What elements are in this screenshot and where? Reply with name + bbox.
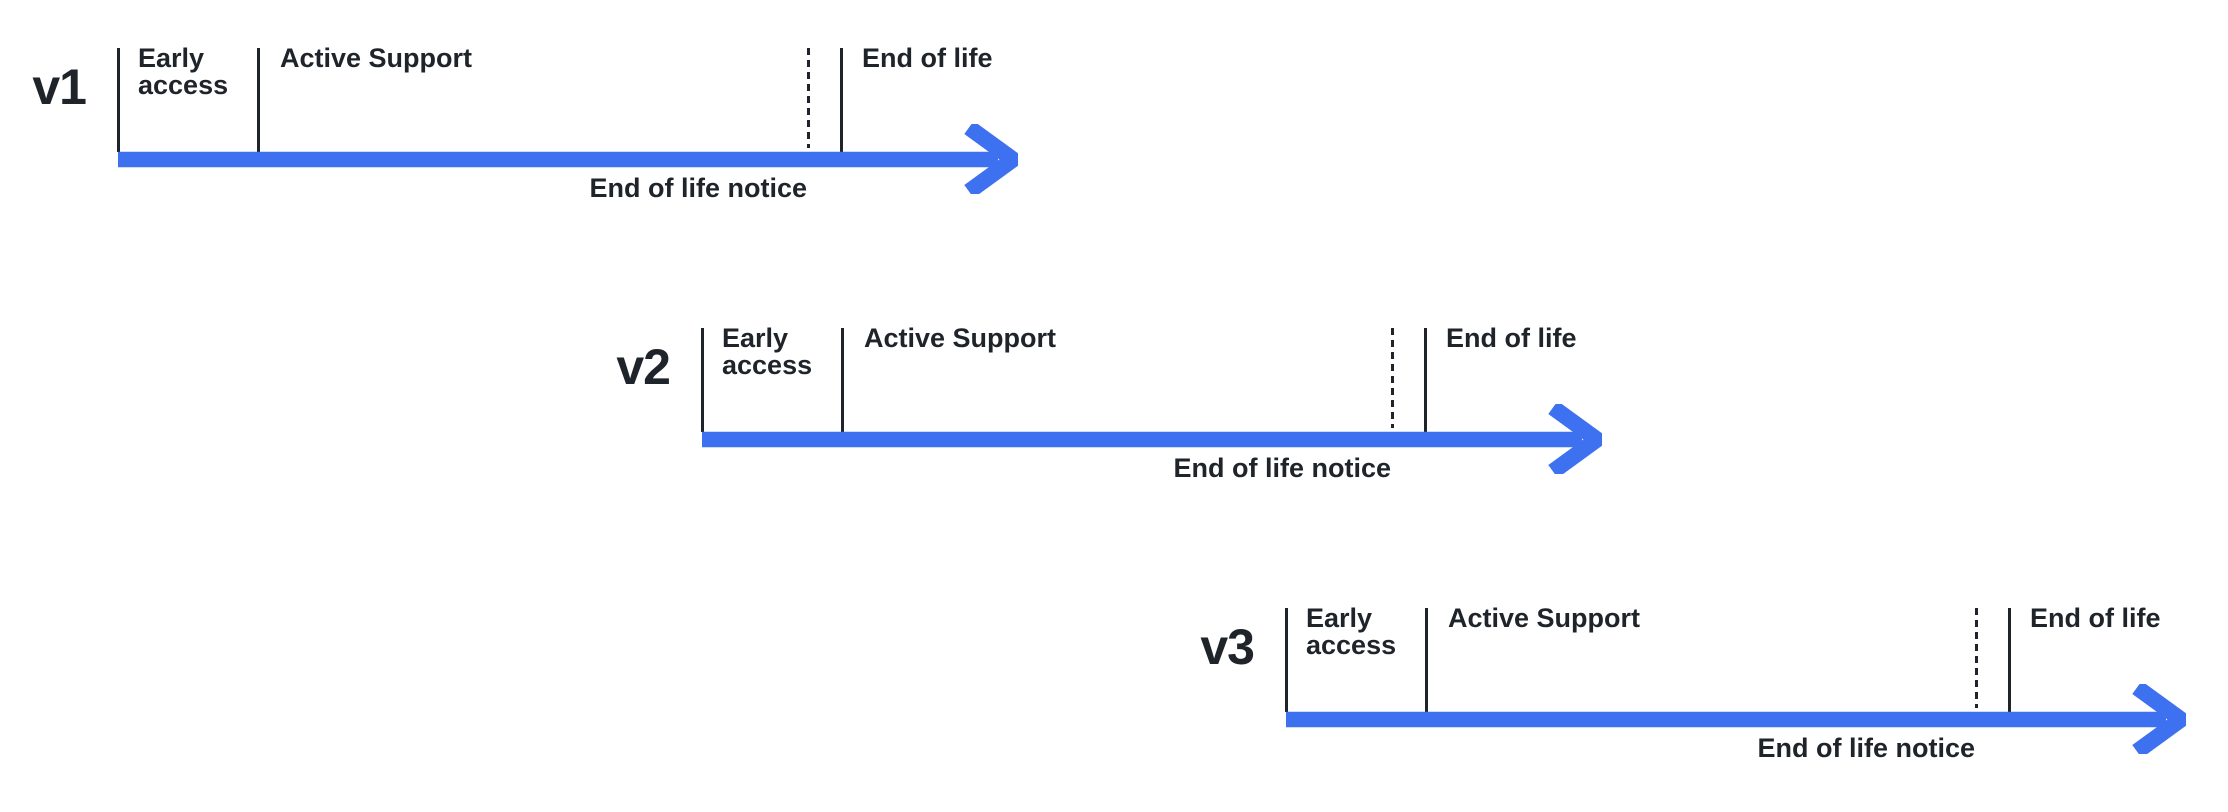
version-label: v1 [32, 59, 87, 115]
timeline-arrow [1286, 684, 2186, 754]
early-access-start-tick [1285, 608, 1288, 712]
end-of-life-tick [2008, 608, 2011, 712]
active-support-start-tick [1425, 608, 1428, 712]
timeline-arrowhead [2132, 684, 2186, 754]
active-support-label: Active Support [280, 43, 473, 73]
early-access-line1: Early [138, 43, 205, 73]
eol-notice-dashed-line [1975, 608, 1978, 708]
active-support-label: Active Support [1448, 603, 1641, 633]
timeline-arrow [702, 404, 1602, 474]
eol-notice-dashed-line [1391, 328, 1394, 428]
eol-notice-dashed-line [807, 48, 810, 148]
end-of-life-tick [840, 48, 843, 152]
early-access-line1: Early [1306, 603, 1373, 633]
end-of-life-tick [1424, 328, 1427, 432]
end-of-life-label: End of life [2030, 603, 2161, 633]
end-of-life-notice-label: End of life notice [1173, 453, 1391, 483]
early-access-line2: access [722, 350, 813, 380]
early-access-line1: Early [722, 323, 789, 353]
timeline-arrowhead [1548, 404, 1602, 474]
early-access-line2: access [138, 70, 229, 100]
timeline-arrowhead [964, 124, 1018, 194]
timeline-arrow [118, 124, 1018, 194]
version-label: v2 [616, 339, 671, 395]
active-support-start-tick [257, 48, 260, 152]
end-of-life-label: End of life [1446, 323, 1577, 353]
active-support-start-tick [841, 328, 844, 432]
early-access-start-tick [701, 328, 704, 432]
end-of-life-label: End of life [862, 43, 993, 73]
early-access-start-tick [117, 48, 120, 152]
early-access-line2: access [1306, 630, 1397, 660]
end-of-life-notice-label: End of life notice [589, 173, 807, 203]
end-of-life-notice-label: End of life notice [1757, 733, 1975, 763]
active-support-label: Active Support [864, 323, 1057, 353]
version-label: v3 [1200, 619, 1255, 675]
